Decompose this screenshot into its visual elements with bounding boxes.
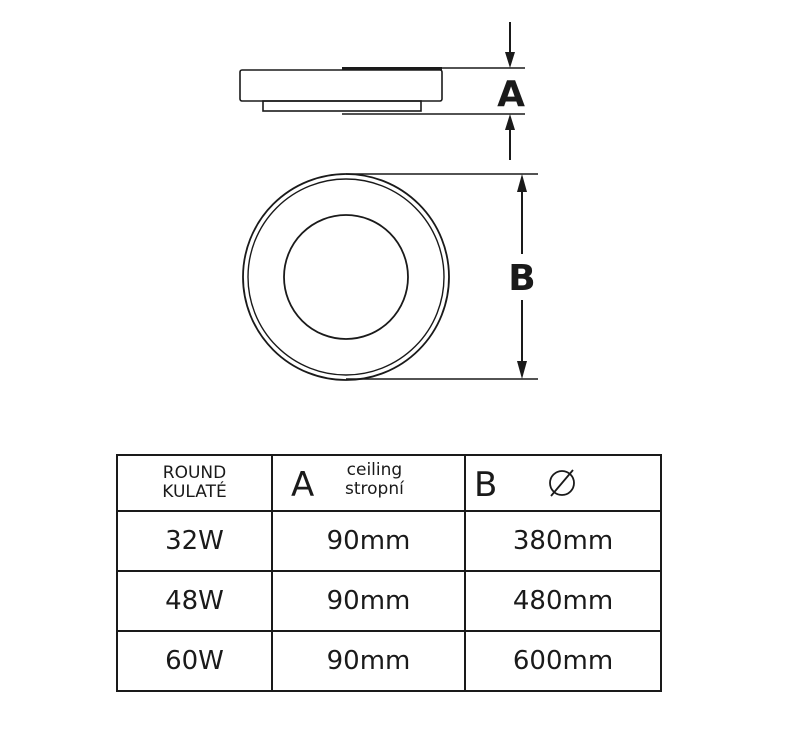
b-value-cell: 480mm: [464, 570, 662, 632]
power-cell: 48W: [116, 570, 273, 632]
dimension-label-b: B: [508, 258, 535, 299]
header-a-cell: A ceiling stropní: [271, 454, 466, 512]
arrow-a-bottom-head: [505, 114, 515, 130]
table-row: 32W 90mm 380mm: [116, 510, 662, 572]
arrow-a-top-head: [505, 52, 515, 68]
power-cell: 32W: [116, 510, 273, 572]
table-row: 48W 90mm 480mm: [116, 570, 662, 632]
outer-ring-inner-edge: [247, 178, 445, 376]
header-a-line1: ceiling: [346, 460, 403, 480]
b-value-cell: 600mm: [464, 630, 662, 692]
a-value-cell: 90mm: [271, 570, 466, 632]
lamp-diagram: A B: [239, 22, 538, 381]
table-row: 60W 90mm 600mm: [116, 630, 662, 692]
table-header-row: ROUND KULATÉ A ceiling stropní B: [116, 454, 662, 512]
header-a-sub: ceiling stropní: [345, 461, 404, 499]
top-view: [242, 173, 450, 381]
inner-disc: [283, 214, 409, 340]
lamp-base-side: [262, 100, 422, 112]
lamp-body-side: [239, 69, 443, 102]
diameter-icon: [549, 469, 575, 497]
b-value-cell: 380mm: [464, 510, 662, 572]
dimension-a: A: [342, 22, 525, 160]
arrow-b-top-head: [517, 174, 527, 192]
header-type-line1: ROUND: [162, 463, 227, 483]
a-value-cell: 90mm: [271, 510, 466, 572]
power-cell: 60W: [116, 630, 273, 692]
header-a-line2: stropní: [345, 479, 404, 499]
header-type-line2: KULATÉ: [162, 482, 227, 502]
outer-ring: [242, 173, 450, 381]
header-b-cell: B: [464, 454, 662, 512]
dimension-label-a: A: [497, 74, 525, 115]
header-type-cell: ROUND KULATÉ: [116, 454, 273, 512]
header-a-letter: A: [291, 465, 315, 505]
arrow-b-bottom-head: [517, 361, 527, 379]
header-b-letter: B: [474, 465, 498, 505]
a-value-cell: 90mm: [271, 630, 466, 692]
dimension-b: B: [346, 173, 538, 380]
specification-table: ROUND KULATÉ A ceiling stropní B 32W 90m…: [116, 454, 662, 692]
side-view: [239, 67, 443, 112]
